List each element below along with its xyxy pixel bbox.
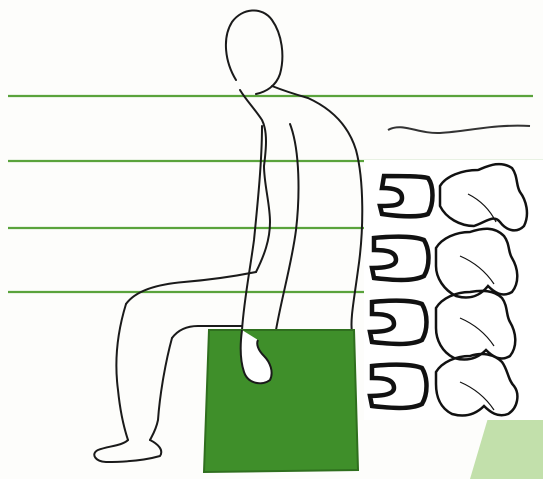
spine-inset — [364, 160, 543, 420]
figure-thigh-top — [126, 272, 256, 304]
figure-leg-front — [150, 338, 172, 440]
squiggle-line — [388, 126, 530, 133]
figure-leg-back — [116, 304, 128, 440]
figure-head — [226, 10, 282, 94]
figure-back — [272, 86, 362, 332]
figure-foot — [94, 440, 161, 462]
figure-chest — [240, 90, 270, 272]
green-cushion — [204, 330, 358, 472]
